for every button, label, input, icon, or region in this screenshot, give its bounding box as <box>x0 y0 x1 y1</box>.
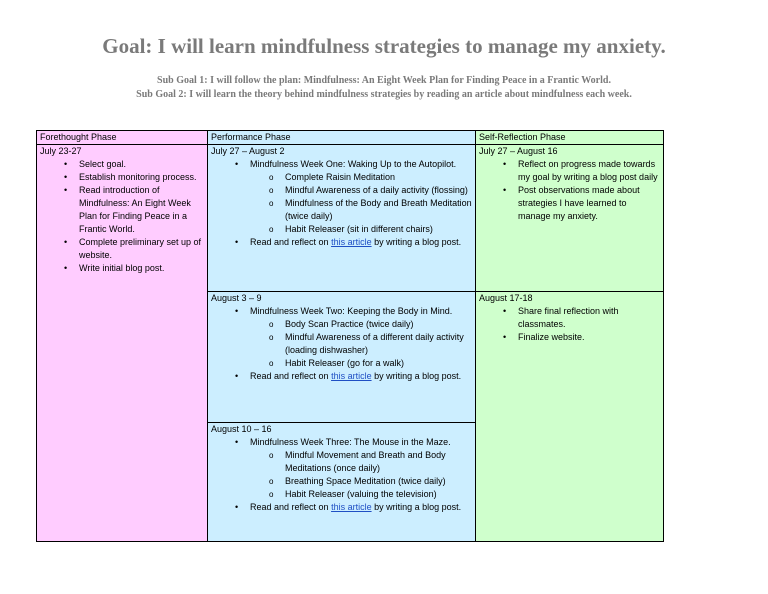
list-item: Complete Raisin Meditation <box>269 171 472 184</box>
performance-week-3-cell: August 10 – 16 Mindfulness Week Three: T… <box>207 422 476 542</box>
self-reflection-cell-2: August 17-18 Share final reflection with… <box>475 291 664 542</box>
self-reflection-cell-1: July 27 – August 16 Reflect on progress … <box>475 144 664 292</box>
list-item: Post observations made about strategies … <box>503 184 660 223</box>
list-item: Finalize website. <box>503 331 660 344</box>
article-link-week-3[interactable]: this article <box>331 502 372 512</box>
performance-week-2-cell: August 3 – 9 Mindfulness Week Two: Keepi… <box>207 291 476 423</box>
list-item: Reflect on progress made towards my goal… <box>503 158 660 184</box>
table-row: August 10 – 16 Mindfulness Week Three: T… <box>37 422 664 542</box>
performance-week-2-list: Mindfulness Week Two: Keeping the Body i… <box>211 305 472 383</box>
week-1-title: Mindfulness Week One: Waking Up to the A… <box>250 159 457 169</box>
forethought-cell: July 23-27 Select goal. Establish monito… <box>36 144 208 542</box>
performance-week-1-date: July 27 – August 2 <box>211 146 285 156</box>
performance-week-1-list: Mindfulness Week One: Waking Up to the A… <box>211 158 472 249</box>
read-prefix: Read and reflect on <box>250 237 332 247</box>
header-performance: Performance Phase <box>207 130 476 145</box>
list-item: Read and reflect on this article by writ… <box>235 501 472 514</box>
article-link-week-2[interactable]: this article <box>331 371 372 381</box>
forethought-date: July 23-27 <box>40 146 82 156</box>
list-item: Breathing Space Meditation (twice daily) <box>269 475 472 488</box>
list-item: Habit Releaser (go for a walk) <box>269 357 472 370</box>
read-suffix: by writing a blog post. <box>371 371 462 381</box>
header-forethought: Forethought Phase <box>36 130 208 145</box>
list-item: Mindfulness of the Body and Breath Medit… <box>269 197 472 223</box>
week-3-subitems: Mindful Movement and Breath and Body Med… <box>250 449 472 501</box>
table-row: August 3 – 9 Mindfulness Week Two: Keepi… <box>37 291 664 542</box>
list-item: Mindfulness Week Three: The Mouse in the… <box>235 436 472 501</box>
article-link-week-1[interactable]: this article <box>331 237 372 247</box>
list-item: Complete preliminary set up of website. <box>64 236 204 262</box>
read-prefix: Read and reflect on <box>250 502 332 512</box>
list-item: Share final reflection with classmates. <box>503 305 660 331</box>
list-item: Write initial blog post. <box>64 262 204 275</box>
page-title: Goal: I will learn mindfulness strategie… <box>102 34 666 58</box>
list-item: Mindfulness Week One: Waking Up to the A… <box>235 158 472 236</box>
list-item: Habit Releaser (sit in different chairs) <box>269 223 472 236</box>
performance-week-3-list: Mindfulness Week Three: The Mouse in the… <box>211 436 472 514</box>
table-header-row: Forethought Phase Performance Phase Self… <box>36 130 664 145</box>
forethought-list: Select goal. Establish monitoring proces… <box>40 158 204 275</box>
self-reflection-date-1: July 27 – August 16 <box>479 146 558 156</box>
week-3-title: Mindfulness Week Three: The Mouse in the… <box>250 437 451 447</box>
sub-goal-1: Sub Goal 1: I will follow the plan: Mind… <box>157 75 611 86</box>
self-reflection-date-2: August 17-18 <box>479 293 533 303</box>
read-suffix: by writing a blog post. <box>371 502 462 512</box>
header-self-reflection: Self-Reflection Phase <box>475 130 664 145</box>
week-1-subitems: Complete Raisin Meditation Mindful Aware… <box>250 171 472 236</box>
performance-week-1-cell: July 27 – August 2 Mindfulness Week One:… <box>207 144 476 292</box>
performance-week-2-date: August 3 – 9 <box>211 293 262 303</box>
self-reflection-list-2: Share final reflection with classmates. … <box>479 305 660 344</box>
list-item: Select goal. <box>64 158 204 171</box>
list-item: Establish monitoring process. <box>64 171 204 184</box>
sub-goal-2: Sub Goal 2: I will learn the theory behi… <box>136 89 632 100</box>
table-row: July 23-27 Select goal. Establish monito… <box>36 144 664 542</box>
list-item: Mindful Movement and Breath and Body Med… <box>269 449 472 475</box>
week-2-subitems: Body Scan Practice (twice daily) Mindful… <box>250 318 472 370</box>
read-prefix: Read and reflect on <box>250 371 332 381</box>
self-reflection-list-1: Reflect on progress made towards my goal… <box>479 158 660 223</box>
list-item: Mindful Awareness of a daily activity (f… <box>269 184 472 197</box>
phase-table: Forethought Phase Performance Phase Self… <box>36 130 664 542</box>
week-2-title: Mindfulness Week Two: Keeping the Body i… <box>250 306 453 316</box>
list-item: Read and reflect on this article by writ… <box>235 236 472 249</box>
list-item: Habit Releaser (valuing the television) <box>269 488 472 501</box>
list-item: Body Scan Practice (twice daily) <box>269 318 472 331</box>
list-item: Mindfulness Week Two: Keeping the Body i… <box>235 305 472 370</box>
list-item: Mindful Awareness of a different daily a… <box>269 331 472 357</box>
read-suffix: by writing a blog post. <box>371 237 462 247</box>
performance-week-3-date: August 10 – 16 <box>211 424 272 434</box>
list-item: Read introduction of Mindfulness: An Eig… <box>64 184 204 236</box>
list-item: Read and reflect on this article by writ… <box>235 370 472 383</box>
